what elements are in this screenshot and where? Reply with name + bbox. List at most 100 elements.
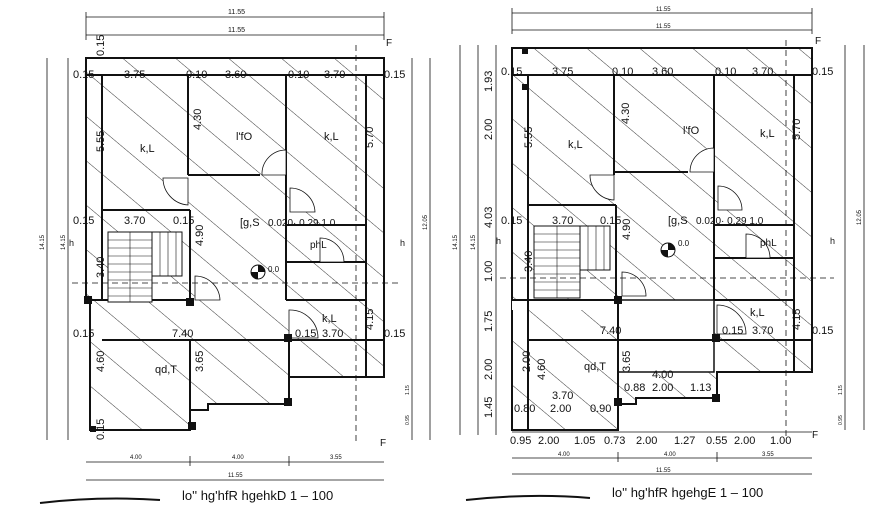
columns-2	[522, 48, 720, 406]
svg-text:5.55: 5.55	[523, 127, 535, 148]
svg-text:0.15: 0.15	[722, 325, 743, 337]
title-underline	[39, 497, 161, 504]
svg-text:0.15: 0.15	[295, 328, 316, 340]
svg-text:0.15: 0.15	[173, 215, 194, 227]
building-outline-2	[511, 47, 813, 431]
lower-dim-1: 3.70	[552, 390, 573, 402]
svg-text:4.60: 4.60	[536, 359, 548, 380]
room-label-hall: l'fO	[236, 131, 253, 143]
section-mark-right-2: h	[830, 236, 835, 246]
section-mark-right: h	[400, 238, 405, 248]
room-label-living-2: qd,T	[584, 361, 606, 373]
dim-top-1: 11.55	[228, 9, 245, 16]
svg-text:7.40: 7.40	[600, 325, 621, 337]
svg-text:3.70: 3.70	[752, 66, 773, 78]
svg-text:2.00: 2.00	[734, 435, 755, 447]
svg-text:0.15: 0.15	[501, 66, 522, 78]
svg-text:3.65: 3.65	[621, 351, 633, 372]
dim-left-1: 14.15	[40, 234, 46, 250]
room-label-hall-2: l'fO	[683, 125, 700, 137]
dim-top-1-b: 11.55	[656, 7, 671, 13]
dim-015-left-lower: 0.15	[73, 328, 94, 340]
svg-text:3.75: 3.75	[124, 69, 145, 81]
svg-text:0.15: 0.15	[95, 35, 107, 56]
room-label-living: qd,T	[155, 364, 177, 376]
dim-right-1-b: 12.05	[857, 209, 863, 225]
plan-ground: 11.55 11.55 14.15 14.15 12.05 0.95 1.15	[39, 9, 431, 504]
room-dims-row2: 0.15 3.70 0.15 7.40 0.15 3.70 0.15	[73, 215, 405, 340]
dim-right-1: 12.05	[423, 214, 429, 230]
dim-right-3-b: 1.15	[838, 385, 844, 395]
svg-text:0.15: 0.15	[501, 215, 522, 227]
svg-text:3.70: 3.70	[552, 215, 573, 227]
kitchen-dims-2: 0.020· 0.29 1.0	[696, 216, 764, 227]
svg-text:4.30: 4.30	[620, 103, 632, 124]
svg-text:2.00: 2.00	[538, 435, 559, 447]
room-label-bath: phL	[310, 240, 327, 251]
plan-title-ground: lo'' hg'hfR hgehkD 1 – 100	[182, 488, 333, 503]
svg-text:2.00: 2.00	[521, 351, 533, 372]
right-dimensions	[411, 58, 431, 440]
room-label-bedroom-right-2: k,L	[760, 128, 775, 140]
lower-dim-2: 0.80	[514, 403, 535, 415]
svg-text:1.45: 1.45	[483, 397, 495, 418]
svg-text:0.95: 0.95	[510, 435, 531, 447]
dim-bottom-total: 11.55	[228, 473, 243, 479]
level-label: 0.0	[268, 265, 280, 274]
cut-mark-top-2: F	[815, 36, 821, 47]
svg-text:4.30: 4.30	[192, 109, 204, 130]
svg-text:1.00: 1.00	[770, 435, 791, 447]
dim-right-2: 0.95	[405, 415, 411, 425]
dim-left-1-b: 14.15	[453, 234, 459, 250]
svg-text:1.05: 1.05	[574, 435, 595, 447]
svg-text:0.15: 0.15	[95, 419, 107, 440]
room-label-bedroom-lower: k,L	[322, 313, 337, 325]
dim-right-3: 1.15	[405, 385, 411, 395]
door-swings-2	[589, 147, 771, 335]
dim-bottom-seg-2: 4.00	[232, 455, 244, 461]
svg-text:0.10: 0.10	[186, 69, 207, 81]
section-mark-left-2: h	[496, 236, 501, 246]
svg-text:4.15: 4.15	[791, 309, 803, 330]
bottom-dimensions	[86, 456, 384, 481]
level-label-2: 0.0	[678, 239, 690, 248]
room-label-bedroom-right: k,L	[324, 131, 339, 143]
svg-text:1.00: 1.00	[483, 261, 495, 282]
room-label-bedroom-lower-2: k,L	[750, 307, 765, 319]
svg-text:2.00: 2.00	[636, 435, 657, 447]
svg-text:2.00: 2.00	[483, 359, 495, 380]
svg-text:0.10: 0.10	[715, 66, 736, 78]
svg-text:2.00: 2.00	[483, 119, 495, 140]
room-label-bedroom-left-2: k,L	[568, 139, 583, 151]
dim-bottom-total-b: 11.55	[656, 468, 671, 474]
columns	[84, 296, 292, 432]
plan-first: 11.55 11.55 14.15 14.15 1.93 2.00 4.03 1…	[453, 7, 865, 501]
svg-text:3.40: 3.40	[95, 257, 107, 278]
svg-text:5.70: 5.70	[791, 119, 803, 140]
dim-top-2: 11.55	[228, 27, 245, 34]
lower-dim-3: 2.00	[550, 403, 571, 415]
svg-text:0.73: 0.73	[604, 435, 625, 447]
left-dimensions	[46, 58, 69, 440]
svg-text:0.10: 0.10	[612, 66, 633, 78]
svg-text:3.65: 3.65	[194, 351, 206, 372]
balcony-dim-4: 1.13	[690, 382, 711, 394]
svg-text:0.15: 0.15	[384, 328, 405, 340]
svg-text:3.70: 3.70	[324, 69, 345, 81]
svg-text:0.15: 0.15	[73, 69, 94, 81]
dim-right-2-b: 0.95	[838, 415, 844, 425]
svg-text:0.15: 0.15	[812, 66, 833, 78]
svg-text:5.55: 5.55	[95, 131, 107, 152]
svg-text:0.15: 0.15	[73, 215, 94, 227]
room-label-bath-2: phL	[760, 238, 777, 249]
door-swings	[162, 149, 345, 339]
svg-text:3.60: 3.60	[652, 66, 673, 78]
svg-text:7.40: 7.40	[172, 328, 193, 340]
plan-title-first: lo'' hg'hfR hgehgE 1 – 100	[612, 485, 763, 500]
room-dims-row1-2: 0.15 3.75 0.10 3.60 0.10 3.70 0.15	[501, 66, 833, 78]
cut-mark-bottom-2: F	[812, 430, 818, 441]
vertical-dims: 5.55 4.30 5.70 0.15 4.90 3.40 4.60 3.65 …	[95, 35, 376, 440]
lower-dim-4: 0.90	[590, 403, 611, 415]
svg-text:4.90: 4.90	[621, 219, 633, 240]
